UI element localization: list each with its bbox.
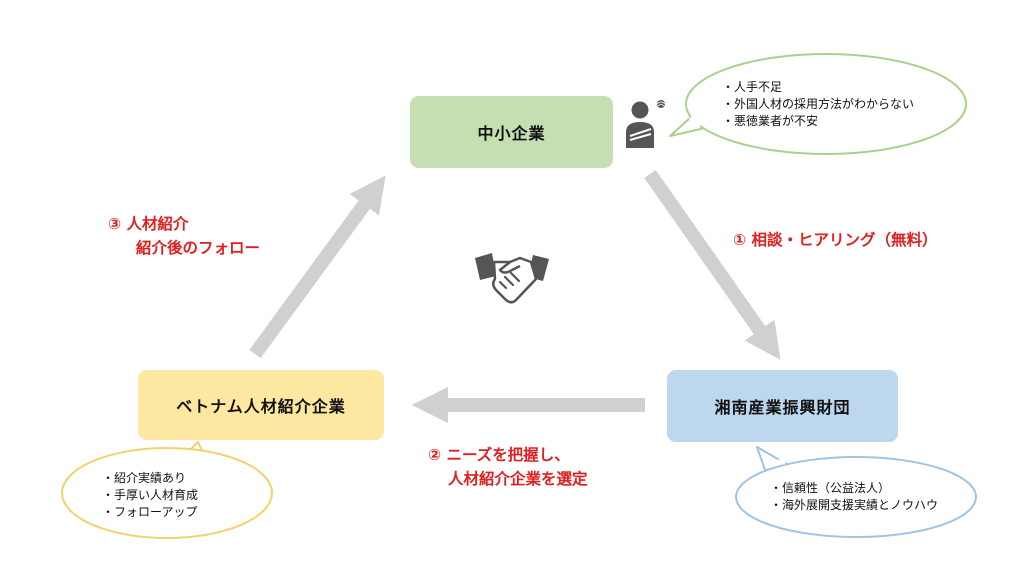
sme-concern-item: ・人手不足 — [722, 80, 783, 94]
sme-speech-bubble — [669, 53, 967, 155]
node-shonan-foundation-label: 湘南産業振興財団 — [714, 398, 851, 417]
step-3-line-1: ③ 人材紹介 — [108, 215, 189, 233]
shonan-speech-bubble — [735, 446, 977, 538]
node-sme-label: 中小企業 — [477, 124, 546, 143]
vietnam-strengths-list: ・紹介実績あり ・手厚い人材育成 ・フォローアップ — [102, 470, 198, 521]
step-2-line-2: 人材紹介企業を選定 — [448, 470, 588, 488]
vietnam-strength-item: ・フォローアップ — [102, 505, 198, 519]
node-vietnam-agency: ベトナム人材紹介企業 — [138, 370, 384, 440]
vietnam-speech-bubble — [61, 441, 273, 539]
arrow-sme-to-shonan — [644, 169, 781, 360]
shonan-strength-item: ・海外展開支援実績とノウハウ — [770, 498, 939, 512]
step-3-line-2: 紹介後のフォロー — [136, 239, 261, 257]
step-1-line-1: ① 相談・ヒアリング（無料） — [733, 231, 938, 249]
vietnam-strength-item: ・手厚い人材育成 — [102, 488, 199, 502]
worried-person-icon — [626, 100, 666, 148]
shonan-strength-item: ・信頼性（公益法人） — [770, 481, 891, 495]
node-shonan-foundation: 湘南産業振興財団 — [667, 370, 898, 442]
sme-concern-item: ・悪徳業者が不安 — [722, 114, 819, 128]
step-1-label: ① 相談・ヒアリング（無料） — [733, 228, 938, 252]
step-2-label: ② ニーズを把握し、 人材紹介企業を選定 — [428, 443, 588, 491]
vietnam-strength-item: ・紹介実績あり — [102, 471, 187, 485]
step-3-label: ③ 人材紹介 紹介後のフォロー — [108, 212, 260, 260]
sme-concern-item: ・外国人材の採用方法がわからない — [722, 97, 915, 111]
arrow-vietnam-to-sme — [249, 175, 386, 359]
shonan-strengths-list: ・信頼性（公益法人） ・海外展開支援実績とノウハウ — [770, 480, 938, 514]
node-vietnam-agency-label: ベトナム人材紹介企業 — [176, 397, 346, 416]
node-sme: 中小企業 — [410, 96, 613, 168]
handshake-icon — [475, 253, 549, 304]
sme-concerns-list: ・人手不足 ・外国人材の採用方法がわからない ・悪徳業者が不安 — [722, 79, 914, 130]
step-2-line-1: ② ニーズを把握し、 — [428, 446, 570, 464]
